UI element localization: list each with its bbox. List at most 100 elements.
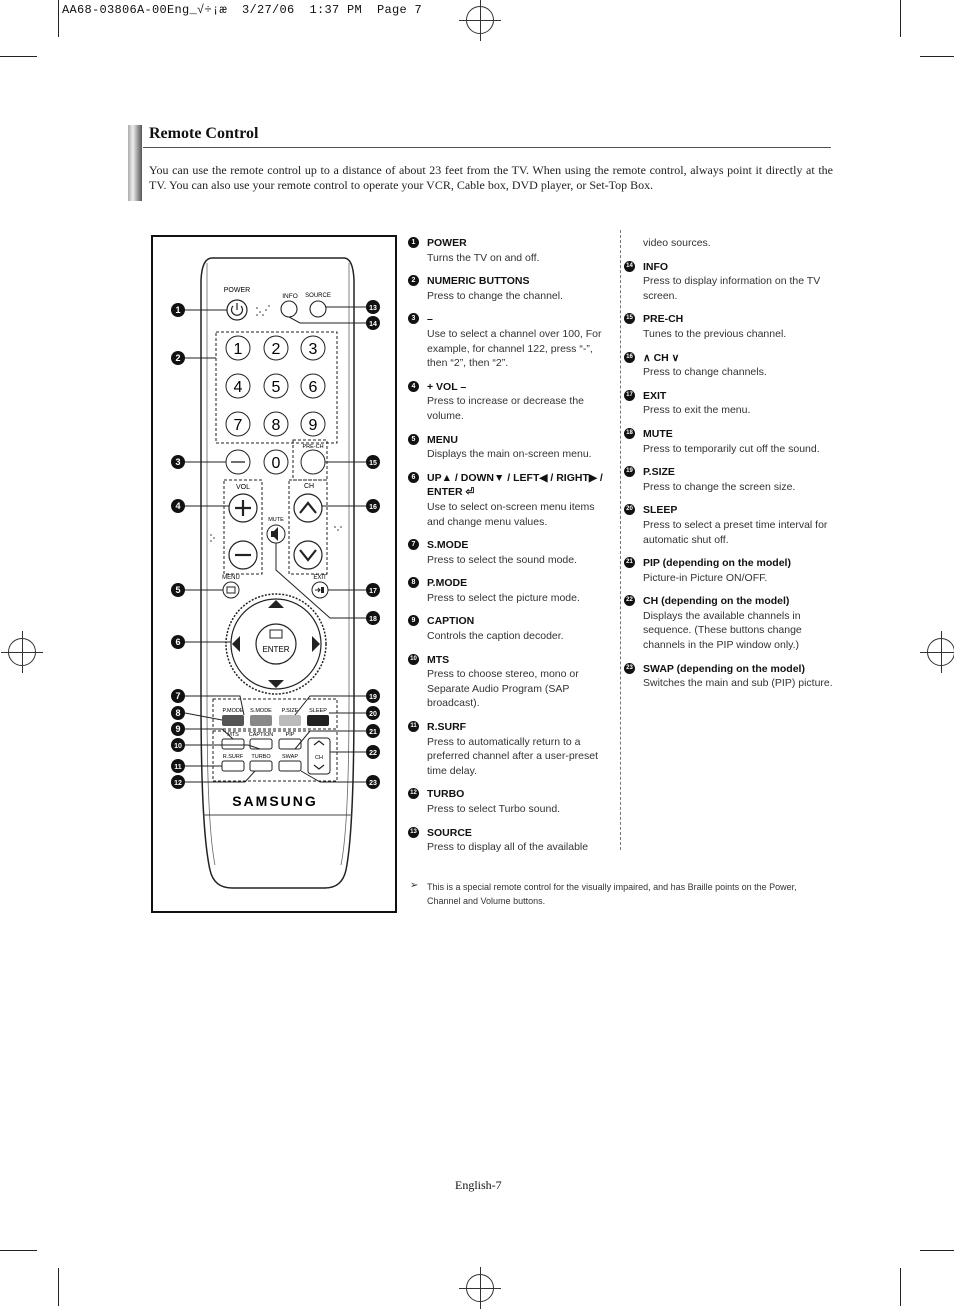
mts-button[interactable] xyxy=(221,738,245,750)
right-arrow-icon[interactable] xyxy=(312,636,320,652)
svg-text:P.SIZE: P.SIZE xyxy=(282,708,299,714)
digit-7-button[interactable] xyxy=(225,411,251,437)
item-label: + VOL – xyxy=(427,380,467,393)
pip-button[interactable] xyxy=(278,738,302,750)
callout-3: 3 xyxy=(171,455,185,469)
continued-text: video sources. xyxy=(643,237,711,249)
svg-text:12: 12 xyxy=(174,780,182,787)
turbo-button[interactable] xyxy=(249,760,273,772)
info-button[interactable] xyxy=(280,300,298,318)
item-description: Displays the main on-screen menu. xyxy=(427,448,592,461)
item-number-badge: 19 xyxy=(624,466,635,478)
crop-mark xyxy=(900,1268,901,1306)
crop-mark xyxy=(920,56,954,57)
digit-1-button[interactable] xyxy=(225,335,251,361)
title-divider xyxy=(143,147,831,148)
callout-7: 7 xyxy=(171,689,185,703)
svg-text:9: 9 xyxy=(175,724,180,734)
remote-control-illustration: POWER INFO SOURCE 1 2 3 4 5 6 7 8 9 0 PR… xyxy=(171,257,380,889)
ch-up-button[interactable] xyxy=(293,493,323,523)
svg-text:7: 7 xyxy=(234,417,243,434)
item-label: MENU xyxy=(427,433,458,446)
sleep-button[interactable] xyxy=(307,715,329,726)
svg-text:0: 0 xyxy=(272,455,281,472)
caption-button[interactable] xyxy=(249,738,273,750)
callout-4: 4 xyxy=(171,499,185,513)
pip-ch-buttons[interactable] xyxy=(307,737,331,775)
svg-text:11: 11 xyxy=(174,764,182,771)
item-description: Press to change the screen size. xyxy=(643,480,796,493)
callout-21: 21 xyxy=(366,724,380,738)
down-arrow-icon[interactable] xyxy=(268,680,284,688)
smode-button[interactable] xyxy=(250,715,272,726)
item-description: Switches the main and sub (PIP) picture. xyxy=(643,677,833,690)
numeric-buttons-outline xyxy=(215,331,338,444)
digit-6-button[interactable] xyxy=(300,373,326,399)
source-button[interactable] xyxy=(309,300,327,318)
svg-text:16: 16 xyxy=(369,504,377,511)
power-label: POWER xyxy=(224,287,250,294)
digit-2-button[interactable] xyxy=(263,335,289,361)
digit-4-button[interactable] xyxy=(225,373,251,399)
registration-mark-icon xyxy=(459,1267,501,1309)
crop-mark xyxy=(0,1250,37,1251)
item-number-badge: 6 xyxy=(408,471,419,483)
item-label: UP▲ / DOWN▼ / LEFT◀ / RIGHT▶ / ENTER ⏎ xyxy=(427,471,603,499)
vol-label: VOL xyxy=(236,484,250,491)
column-divider xyxy=(620,230,621,850)
digit-8-button[interactable] xyxy=(263,411,289,437)
svg-text:22: 22 xyxy=(369,750,377,757)
item-number-badge: 7 xyxy=(408,539,419,551)
enter-label: ENTER xyxy=(262,645,289,654)
print-slug: AA68-03806A-00Eng_√÷¡æ 3/27/06 1:37 PM P… xyxy=(62,3,423,17)
rsurf-button[interactable] xyxy=(221,760,245,772)
item-number-badge: 14 xyxy=(624,260,635,272)
ch-down-button[interactable] xyxy=(293,540,323,570)
svg-text:R.SURF: R.SURF xyxy=(223,754,244,760)
item-label: EXIT xyxy=(643,389,667,402)
item-description: Press to select Turbo sound. xyxy=(427,803,561,815)
left-arrow-icon[interactable] xyxy=(232,636,240,652)
svg-text:19: 19 xyxy=(369,694,377,701)
prech-button[interactable] xyxy=(300,449,326,475)
psize-button[interactable] xyxy=(279,715,301,726)
callout-14: 14 xyxy=(366,316,380,330)
digit-3-button[interactable] xyxy=(300,335,326,361)
note-text: This is a special remote control for the… xyxy=(427,882,797,906)
swap-button[interactable] xyxy=(278,760,302,772)
item-number-badge: 3 xyxy=(408,313,419,325)
callout-1: 1 xyxy=(171,303,185,317)
item-label: S.MODE xyxy=(427,539,469,552)
menu-button[interactable] xyxy=(222,581,240,599)
svg-text:4: 4 xyxy=(175,501,180,511)
remote-illustration-frame: POWER INFO SOURCE 1 2 3 4 5 6 7 8 9 0 PR… xyxy=(151,235,397,913)
digit-5-button[interactable] xyxy=(263,373,289,399)
item-number-badge: 20 xyxy=(624,504,635,516)
svg-text:4: 4 xyxy=(234,379,243,396)
svg-text:3: 3 xyxy=(175,457,180,467)
pmode-button[interactable] xyxy=(222,715,244,726)
digit-9-button[interactable] xyxy=(300,411,326,437)
enter-button[interactable] xyxy=(255,623,297,665)
item-label: ∧ CH ∨ xyxy=(643,351,680,364)
item-description: Picture-in Picture ON/OFF. xyxy=(643,571,768,584)
item-label: TURBO xyxy=(427,788,465,801)
callout-23: 23 xyxy=(366,775,380,789)
item-number-badge: 13 xyxy=(408,826,419,838)
svg-text:7: 7 xyxy=(175,691,180,701)
item-description: Controls the caption decoder. xyxy=(427,630,564,643)
svg-text:5: 5 xyxy=(175,585,180,595)
crop-mark xyxy=(920,1250,954,1251)
up-arrow-icon[interactable] xyxy=(268,600,284,608)
digit-0-button[interactable] xyxy=(263,449,289,475)
svg-text:1: 1 xyxy=(175,305,180,315)
item-description: Press to temporarily cut off the sound. xyxy=(643,442,820,455)
item-label: SLEEP xyxy=(643,504,678,517)
